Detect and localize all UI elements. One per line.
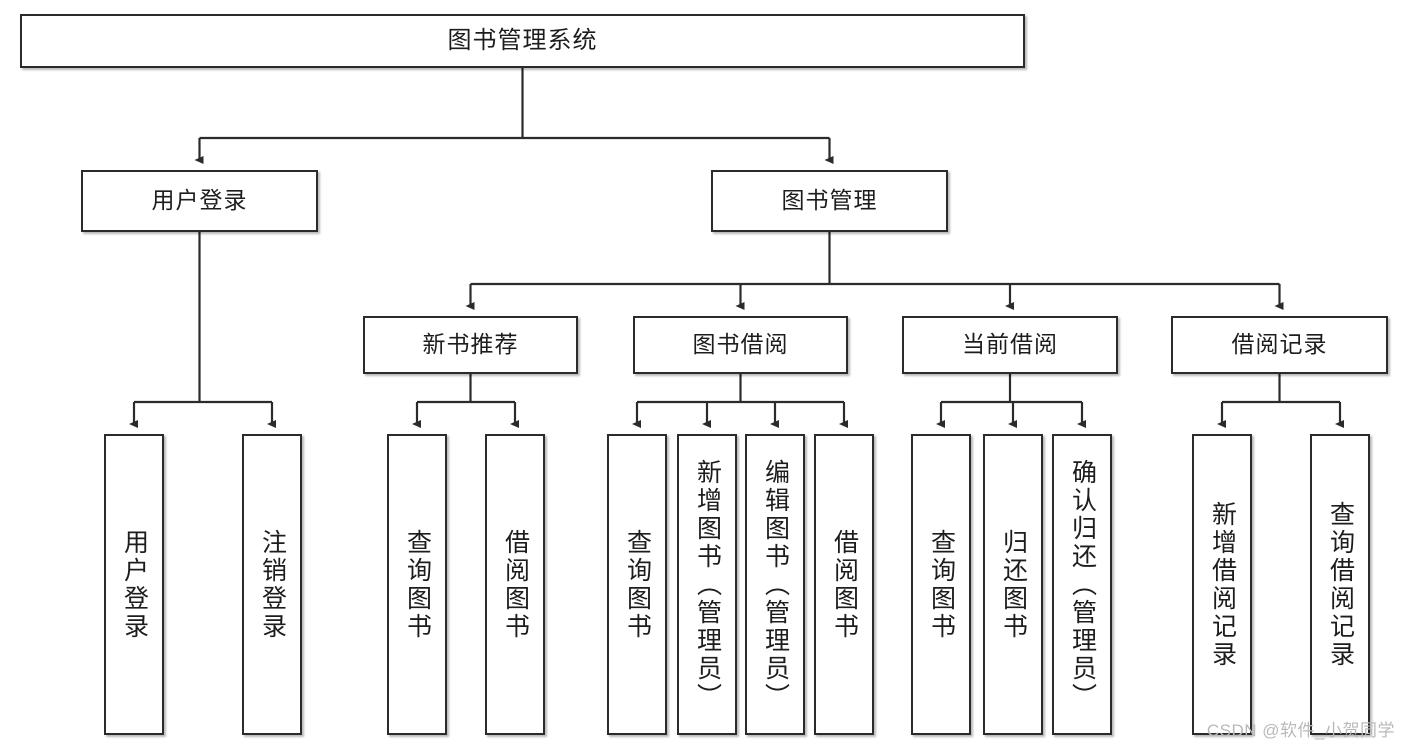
node-new-book-recommend[interactable]: 新书推荐 [363,316,578,374]
leaf-borrow-book-1[interactable]: 借阅图书 [485,434,545,735]
leaf-add-borrow-record-label: 新增借阅记录 [1208,500,1237,669]
node-borrow-record-label: 借阅记录 [1231,331,1328,358]
node-current-borrow[interactable]: 当前借阅 [902,316,1118,374]
leaf-edit-book-label: 编辑图书（管理员） [761,458,790,711]
leaf-query-borrow-record[interactable]: 查询借阅记录 [1310,434,1370,735]
leaf-user-login-label: 用户登录 [120,528,149,641]
node-root-label: 图书管理系统 [447,26,598,54]
leaf-logout-label: 注销登录 [258,528,287,641]
leaf-confirm-return[interactable]: 确认归还（管理员） [1052,434,1112,735]
leaf-return-book-label: 归还图书 [999,528,1028,641]
leaf-user-login[interactable]: 用户登录 [104,434,164,735]
node-new-book-recommend-label: 新书推荐 [422,331,519,358]
node-borrow-record[interactable]: 借阅记录 [1171,316,1388,374]
leaf-confirm-return-label: 确认归还（管理员） [1068,458,1097,711]
leaf-logout[interactable]: 注销登录 [242,434,302,735]
node-current-borrow-label: 当前借阅 [962,331,1058,358]
leaf-return-book[interactable]: 归还图书 [983,434,1043,735]
leaf-query-book-1-label: 查询图书 [403,528,432,641]
leaf-add-book[interactable]: 新增图书（管理员） [677,434,737,735]
leaf-query-book-3[interactable]: 查询图书 [911,434,971,735]
node-book-manage-label: 图书管理 [781,187,878,214]
leaf-query-borrow-record-label: 查询借阅记录 [1326,500,1355,669]
leaf-edit-book[interactable]: 编辑图书（管理员） [745,434,805,735]
leaf-borrow-book-2-label: 借阅图书 [830,528,859,641]
node-user-login[interactable]: 用户登录 [81,170,318,232]
leaf-add-book-label: 新增图书（管理员） [693,458,722,711]
node-user-login-label: 用户登录 [151,187,248,214]
node-book-borrow[interactable]: 图书借阅 [633,316,848,374]
watermark: CSDN @软件_小贺同学 [1206,721,1395,740]
leaf-borrow-book-2[interactable]: 借阅图书 [814,434,874,735]
leaf-query-book-3-label: 查询图书 [927,528,956,641]
leaf-query-book-2-label: 查询图书 [623,528,652,641]
leaf-borrow-book-1-label: 借阅图书 [501,528,530,641]
node-book-borrow-label: 图书借阅 [692,331,789,358]
node-root[interactable]: 图书管理系统 [20,14,1025,68]
leaf-query-book-2[interactable]: 查询图书 [607,434,667,735]
node-book-manage[interactable]: 图书管理 [711,170,948,232]
leaf-add-borrow-record[interactable]: 新增借阅记录 [1192,434,1252,735]
leaf-query-book-1[interactable]: 查询图书 [387,434,447,735]
